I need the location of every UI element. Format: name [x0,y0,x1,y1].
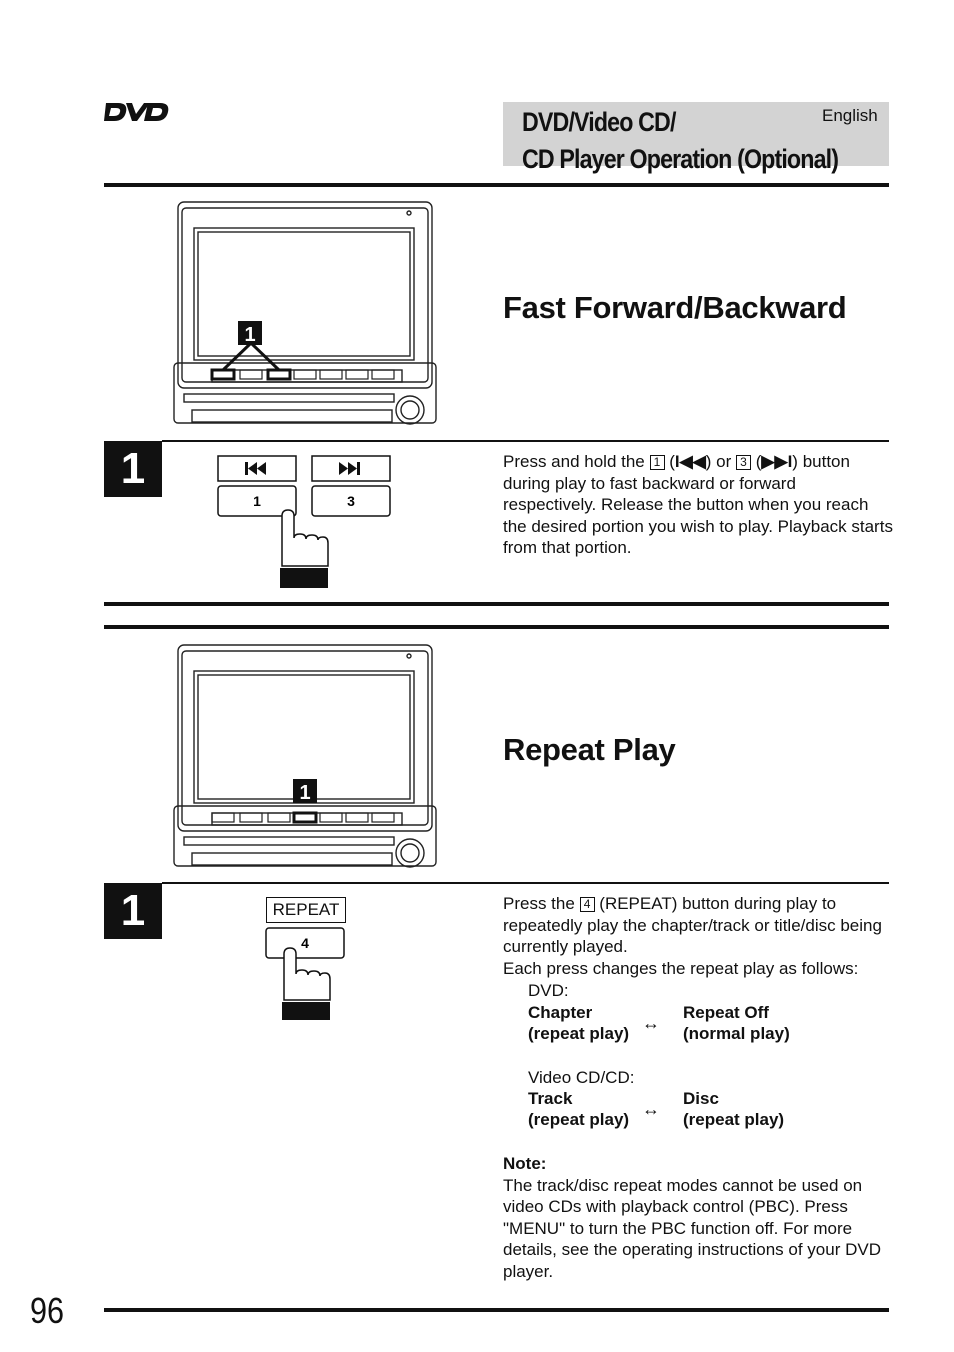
button-illustration: 1 3 [217,455,391,588]
page-title: DVD/Video CD/ CD Player Operation (Optio… [522,107,839,174]
dvd-label: DVD: [528,981,569,1000]
step-number: 1 [104,441,162,497]
divider [104,183,889,187]
finger-cuff [280,568,328,588]
note-body: The track/disc repeat modes cannot be us… [503,1175,881,1281]
skip-forward-icon [339,462,360,475]
callout-1: 1 [299,782,310,804]
cycle-item: (repeat play) [683,1110,785,1129]
head-unit-illustration: 1 [173,201,437,425]
language-label: English [822,106,878,125]
pressing-finger-icon [281,509,329,567]
dvd-repeat-cycle: DVD: Chapter (repeat play) ↔ Repeat Off … [528,980,868,1050]
key-3-indicator: 3 [736,455,752,470]
head-unit-illustration: 1 [173,644,437,868]
header-banner [503,102,889,166]
footer-divider [104,1308,889,1312]
note: Note: The track/disc repeat modes cannot… [503,1153,893,1283]
finger-cuff [282,1002,330,1020]
page-number: 96 [30,1290,65,1331]
toggle-arrow-icon: ↔ [642,1013,660,1033]
divider [104,602,889,606]
key-4-indicator: 4 [579,897,595,912]
cycle-item: Track [528,1089,573,1108]
key-4-label: 4 [301,935,309,951]
button-illustration: 4 [265,927,345,1020]
repeat-label: REPEAT [266,897,346,923]
step-number: 1 [104,883,162,939]
cycle-item: Disc [683,1089,719,1108]
key-1-label: 1 [253,493,261,509]
note-title: Note: [503,1154,547,1173]
cycle-item: Repeat Off [683,1003,769,1022]
dvd-logo [104,103,169,121]
callout-1: 1 [244,324,255,346]
instruction-text: Press and hold the 1 (I◀◀) or 3 (▶▶I) bu… [503,452,893,558]
pressing-finger-icon [283,947,331,1001]
section-title: Repeat Play [503,732,676,767]
instruction-text: Press the 4 (REPEAT) button during play … [503,894,882,978]
vcd-label: Video CD/CD: [528,1068,635,1087]
key-1-indicator: 1 [649,455,665,470]
divider [162,440,889,442]
skip-back-icon [245,462,266,475]
cycle-item: (repeat play) [528,1024,630,1043]
key-3-label: 3 [347,493,355,509]
vcd-repeat-cycle: Video CD/CD: Track (repeat play) ↔ Disc … [528,1067,868,1137]
cycle-item: Chapter [528,1003,593,1022]
toggle-arrow-icon: ↔ [642,1099,660,1119]
section-title: Fast Forward/Backward [503,290,847,325]
divider [104,625,889,629]
cycle-item: (repeat play) [528,1110,630,1129]
divider [162,882,889,884]
cycle-item: (normal play) [683,1024,790,1043]
